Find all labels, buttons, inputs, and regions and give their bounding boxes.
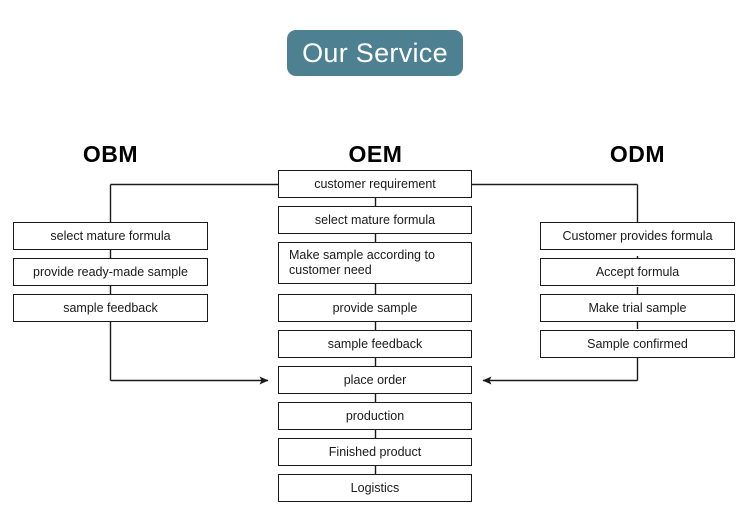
oem-step-sample-feedback[interactable]: sample feedback — [278, 330, 472, 358]
oem-step-customer-requirement[interactable]: customer requirement — [278, 170, 472, 198]
column-heading-obm: OBM — [82, 141, 139, 167]
odm-step-customer-provides-formula[interactable]: Customer provides formula — [540, 222, 735, 250]
column-heading-odm: ODM — [609, 141, 666, 167]
obm-step-sample-feedback[interactable]: sample feedback — [13, 294, 208, 322]
page-title-badge: Our Service — [287, 30, 463, 76]
odm-step-make-trial-sample[interactable]: Make trial sample — [540, 294, 735, 322]
oem-step-production[interactable]: production — [278, 402, 472, 430]
obm-step-provide-ready-made-sample[interactable]: provide ready-made sample — [13, 258, 208, 286]
oem-step-logistics[interactable]: Logistics — [278, 474, 472, 502]
oem-step-provide-sample[interactable]: provide sample — [278, 294, 472, 322]
oem-step-finished-product[interactable]: Finished product — [278, 438, 472, 466]
odm-step-accept-formula[interactable]: Accept formula — [540, 258, 735, 286]
odm-step-sample-confirmed[interactable]: Sample confirmed — [540, 330, 735, 358]
oem-step-place-order[interactable]: place order — [278, 366, 472, 394]
oem-step-make-sample[interactable]: Make sample according to customer need — [278, 242, 472, 284]
page-title: Our Service — [302, 37, 448, 68]
obm-step-select-mature-formula[interactable]: select mature formula — [13, 222, 208, 250]
oem-step-select-mature-formula[interactable]: select mature formula — [278, 206, 472, 234]
column-heading-oem: OEM — [348, 141, 403, 167]
